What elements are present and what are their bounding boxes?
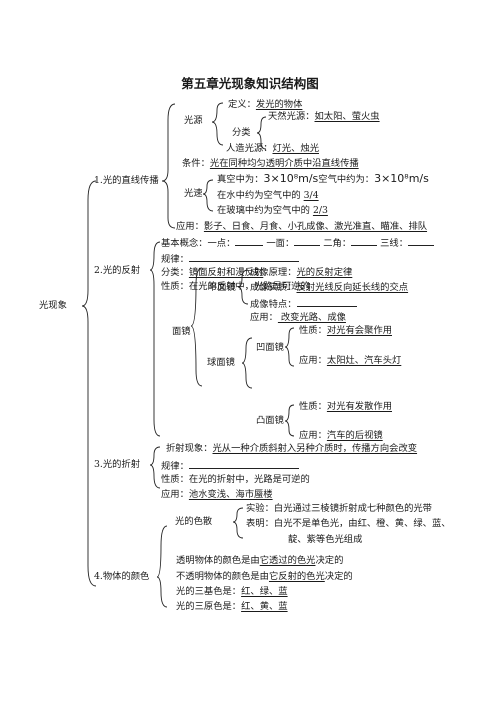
s1-condition: 条件：光在同种均匀透明介质中沿直线传播	[182, 158, 359, 169]
s2-concave: 凹面镜	[256, 342, 284, 353]
s1-artificial: 人造光源：灯光、烛光	[226, 143, 319, 154]
s4-light-primaries: 光的三基色是：红、绿、蓝	[176, 586, 288, 597]
page-title: 第五章光现象知识结构图	[181, 76, 319, 91]
s2-plane-mirror: 平面镜	[208, 282, 236, 293]
s4-experiment: 实验：白光通过三棱镜折射成七种颜色的光带	[246, 503, 432, 514]
s2-law: 规律：	[161, 252, 299, 266]
s1-application: 应用：影子、日食、月食、小孔成像、激光准直、瞄准、排队	[176, 221, 428, 232]
s1-water: 在水中约为空气中的 3/4	[217, 190, 319, 201]
s3-property: 性质：在光的折射中，光路是可逆的	[161, 474, 310, 485]
s4-label: 4.物体的颜色	[94, 571, 150, 582]
s2-plane-principle: 成像原理：光的反射定律	[250, 267, 353, 278]
s2-classification: 分类：镜面反射和漫反射	[161, 267, 264, 278]
s2-convex: 凸面镜	[256, 415, 284, 426]
s2-sphere-mirror: 球面镜	[207, 357, 235, 368]
s4-opaque: 不透明物体的颜色是由它反射的色光决定的	[176, 571, 353, 582]
s2-property: 性质：在光的反射中，光路是可逆的	[161, 281, 310, 292]
s1-classification: 分类	[232, 127, 251, 138]
root-label: 光现象	[39, 300, 67, 311]
s2-mirror: 面镜	[172, 326, 191, 337]
s1-speed: 光速	[184, 188, 203, 199]
s3-application: 应用：池水变浅、海市蜃楼	[161, 489, 273, 500]
s3-phenomenon: 折射现象：光从一种介质斜射入另种介质时，传播方向会改变	[166, 443, 418, 454]
s2-concave-application: 应用：太阳灶、汽车头灯	[299, 355, 402, 366]
s1-label: 1.光的直线传播	[94, 175, 159, 186]
s2-concave-property: 性质：对光有会聚作用	[299, 325, 392, 336]
s4-pigment-primaries: 光的三原色是：红、黄、蓝	[176, 601, 288, 612]
s2-label: 2.光的反射	[94, 265, 141, 276]
s1-vacuum: 真空中为：3×10⁸m/s空气中约为：3×10⁸m/s	[217, 172, 429, 186]
s4-shows-2: 靛、紫等色光组成	[288, 534, 363, 545]
s4-transparent: 透明物体的颜色是由它透过的色光决定的	[176, 555, 344, 566]
s2-convex-property: 性质：对光有发散作用	[299, 401, 392, 412]
s4-shows: 表明：白光不是单色光，由红、橙、黄、绿、蓝、	[246, 518, 451, 529]
s3-label: 3.光的折射	[94, 459, 141, 470]
s1-glass: 在玻璃中约为空气中的 2/3	[217, 205, 328, 216]
s4-dispersion: 光的色散	[175, 516, 213, 527]
s1-definition: 定义：发光的物体	[228, 99, 303, 110]
s1-source: 光源	[184, 115, 203, 126]
s3-law: 规律：	[161, 459, 299, 473]
s2-plane-application: 应用： 改变光路、成像	[250, 312, 346, 323]
s2-plane-image: 成像实质：反射光线反向延长线的交点	[250, 282, 409, 293]
s2-convex-application: 应用：汽车的后视镜	[299, 430, 383, 441]
s1-natural: 天然光源：如太阳、萤火虫	[268, 111, 380, 122]
s2-plane-feature: 成像特点：	[250, 297, 357, 311]
s2-basic: 基本概念：一点： 一面： 二角： 三线：	[161, 236, 435, 250]
